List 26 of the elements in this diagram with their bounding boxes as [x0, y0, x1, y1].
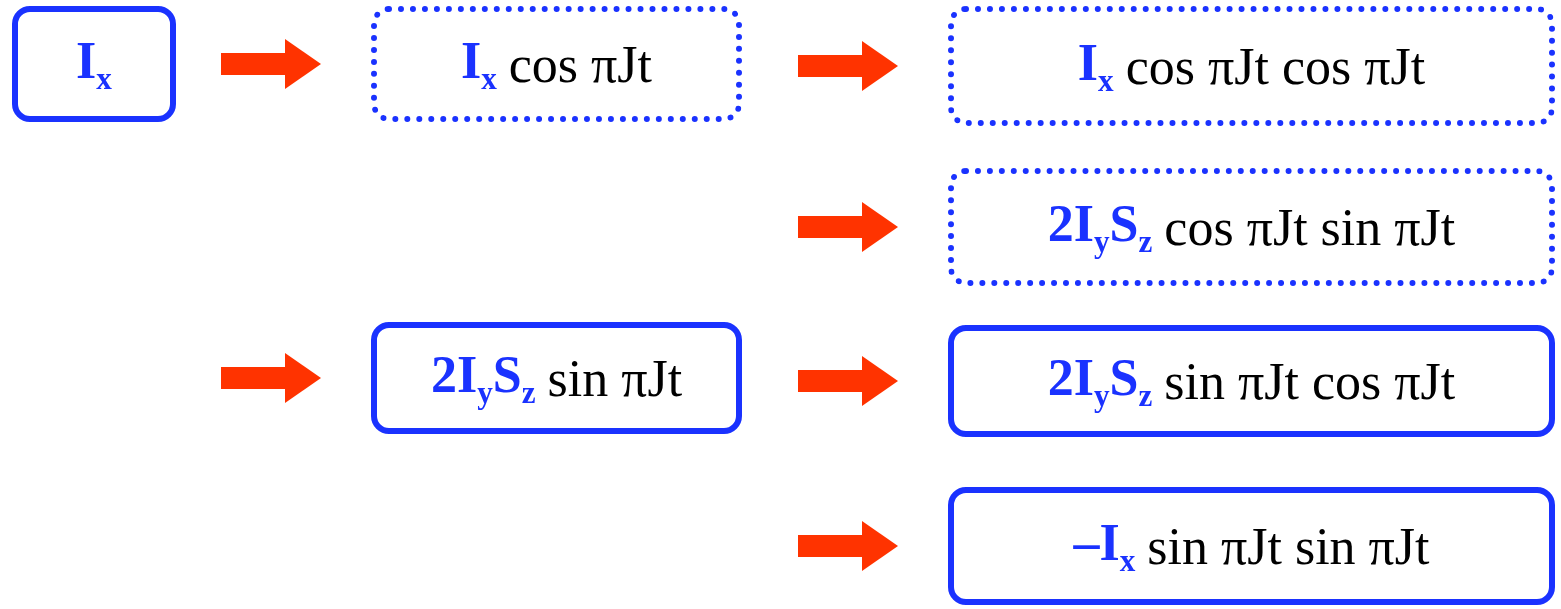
arrow — [798, 521, 898, 571]
trig-factor-text: cos πJt — [508, 34, 653, 94]
term-box — [12, 6, 176, 122]
operator-text: 2I$_{y}$S$_{z}$ — [1047, 193, 1153, 261]
dotted-term-box — [948, 6, 1555, 126]
term-box — [948, 487, 1555, 605]
trig-factor-text: sin πJt sin πJt — [1147, 516, 1430, 576]
term-box — [371, 322, 742, 434]
term-box — [948, 325, 1555, 437]
operator-text: –I$_{x}$ — [1073, 512, 1136, 580]
dotted-term-box — [371, 6, 742, 122]
operator-text: 2I$_{y}$S$_{z}$ — [430, 344, 536, 412]
arrow — [221, 353, 321, 403]
dotted-term-box — [948, 168, 1555, 286]
trig-factor-text: cos πJt sin πJt — [1164, 197, 1456, 257]
operator-text: I$_{x}$ — [76, 30, 112, 98]
trig-factor-text: sin πJt cos πJt — [1164, 351, 1456, 411]
operator-text: I$_{x}$ — [1077, 32, 1114, 100]
operator-text: I$_{x}$ — [460, 30, 497, 98]
trig-factor-text: sin πJt — [547, 348, 683, 408]
arrow — [798, 41, 898, 91]
arrow — [798, 356, 898, 406]
operator-text: 2I$_{y}$S$_{z}$ — [1047, 347, 1153, 415]
arrow — [798, 202, 898, 252]
arrow — [221, 39, 321, 89]
trig-factor-text: cos πJt cos πJt — [1125, 36, 1426, 96]
